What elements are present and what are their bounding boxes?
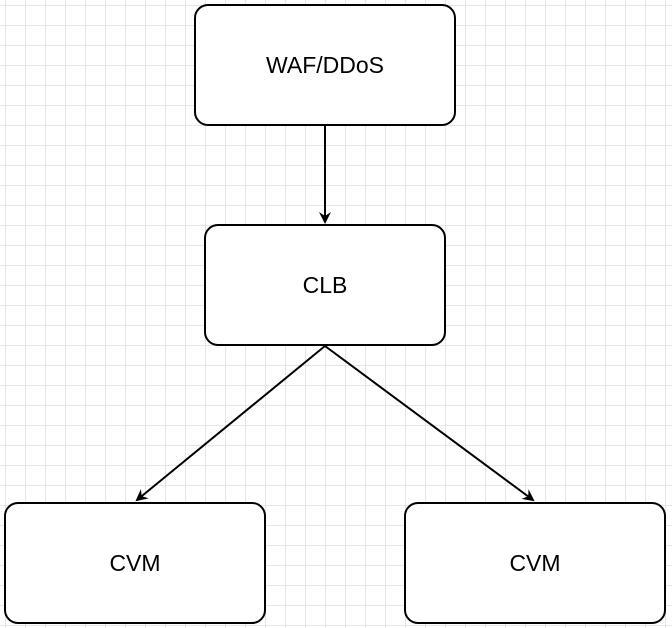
waf-ddos-node[interactable]: WAF/DDoS bbox=[194, 4, 456, 126]
edge-clb-to-cvm-left bbox=[135, 345, 326, 502]
cvm-node-right[interactable]: CVM bbox=[404, 502, 666, 624]
clb-node[interactable]: CLB bbox=[204, 224, 446, 346]
cvm-node-left[interactable]: CVM bbox=[4, 502, 266, 624]
cvm-left-label: CVM bbox=[109, 549, 161, 576]
waf-ddos-label: WAF/DDoS bbox=[266, 51, 384, 78]
clb-label: CLB bbox=[302, 271, 348, 298]
edge-clb-to-cvm-right bbox=[324, 345, 535, 502]
cvm-right-label: CVM bbox=[509, 549, 561, 576]
